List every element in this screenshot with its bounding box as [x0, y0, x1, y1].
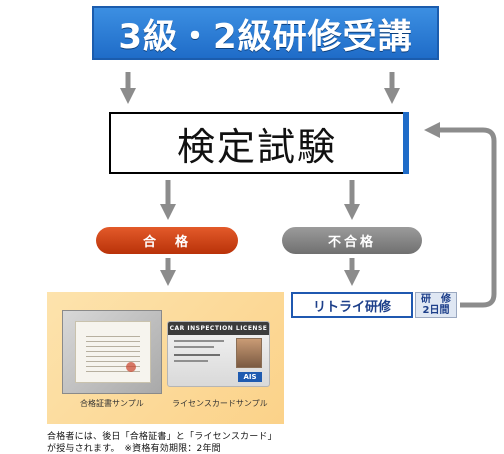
card-header: CAR INSPECTION LICENSE — [168, 322, 269, 335]
exam-box: 検定試験 — [109, 112, 405, 174]
duration-line2: 2日間 — [422, 305, 450, 316]
certificate-paper — [75, 321, 151, 383]
certificate-caption: 合格証書サンプル — [80, 399, 144, 408]
exam-label: 検定試験 — [176, 124, 337, 169]
card-text-line — [174, 340, 224, 342]
fail-label: 不合格 — [327, 235, 376, 250]
exam-box-accent — [403, 112, 409, 174]
license-card-sample-image: CAR INSPECTION LICENSE AIS — [167, 321, 270, 387]
footer-note-line1: 合格者には、後日「合格証書」と「ライセンスカード」 — [47, 432, 277, 442]
certificate-sample-image — [62, 310, 162, 394]
card-caption: ライセンスカードサンプル — [172, 399, 268, 408]
card-text-line — [174, 360, 208, 362]
card-logo: AIS — [238, 372, 262, 382]
card-photo — [236, 338, 262, 368]
arrow-retry-loop-back — [423, 121, 497, 308]
card-logo-text: AIS — [243, 373, 257, 381]
fail-pill: 不合格 — [282, 227, 422, 254]
card-text-line — [174, 354, 220, 356]
retry-label: リトライ研修 — [312, 299, 391, 315]
training-banner: 3級・2級研修受講 — [92, 6, 439, 60]
card-header-text: CAR INSPECTION LICENSE — [169, 325, 268, 332]
certificate-seal — [126, 362, 136, 372]
retry-duration-badge: 研 修 2日間 — [415, 292, 457, 318]
pass-label: 合 格 — [142, 235, 191, 250]
duration-line1: 研 修 — [421, 294, 451, 305]
retry-training-box: リトライ研修 — [291, 292, 413, 318]
footer-note-line2: が授与されます。 ※資格有効期限：2年間 — [47, 444, 221, 454]
training-banner-title: 3級・2級研修受講 — [118, 16, 413, 57]
pass-pill: 合 格 — [96, 227, 238, 254]
card-text-line — [174, 346, 214, 348]
